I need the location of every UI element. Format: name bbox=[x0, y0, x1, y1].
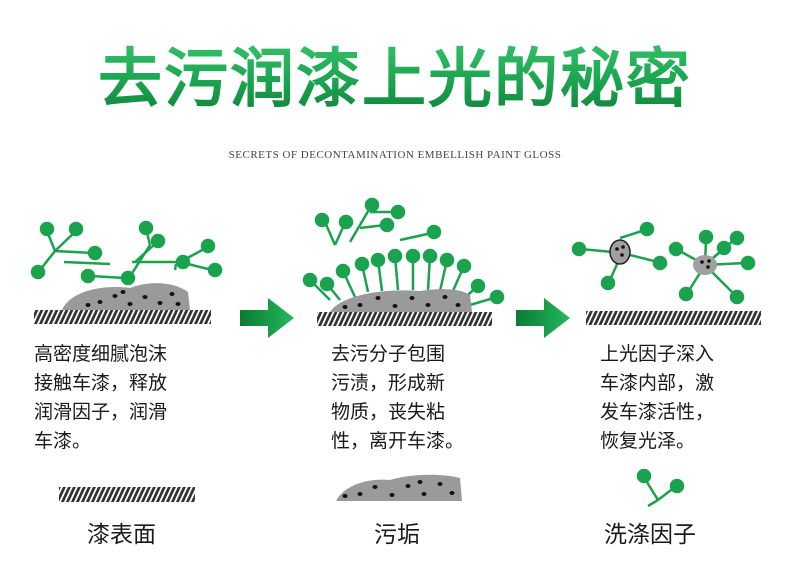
legend-molecule-label: 洗涤因子 bbox=[604, 522, 696, 548]
step1-molecules bbox=[30, 220, 223, 286]
step3-paint-surface bbox=[586, 311, 761, 325]
step2-paint-surface bbox=[317, 312, 492, 326]
legend-paint-icon bbox=[59, 487, 195, 502]
arrow-1 bbox=[240, 298, 294, 338]
legend-stain-icon bbox=[336, 474, 462, 501]
legend-stain-label: 污垢 bbox=[374, 522, 420, 548]
step2-description: 去污分子包围 污渍，形成新 物质，丧失粘 性，离开车漆。 bbox=[331, 343, 465, 452]
page-subtitle: SECRETS OF DECONTAMINATION EMBELLISH PAI… bbox=[228, 149, 562, 161]
step2-stain bbox=[330, 289, 472, 312]
step1-diagram bbox=[30, 220, 223, 324]
step3-diagram bbox=[571, 221, 761, 325]
legend-paint-label: 漆表面 bbox=[87, 522, 156, 548]
legend-molecule-icon bbox=[636, 468, 685, 508]
step2-diagram bbox=[302, 197, 505, 326]
arrow-2 bbox=[516, 298, 570, 338]
step1-paint-surface bbox=[34, 310, 211, 324]
step1-description: 高密度细腻泡沫 接触车漆，释放 润滑因子，润滑 车漆。 bbox=[34, 343, 168, 452]
step1-stain bbox=[62, 283, 190, 310]
step3-description: 上光因子深入 车漆内部，激 发车漆活性， 恢复光泽。 bbox=[600, 343, 715, 452]
page-title: 去污润漆上光的秘密 bbox=[0, 40, 790, 120]
